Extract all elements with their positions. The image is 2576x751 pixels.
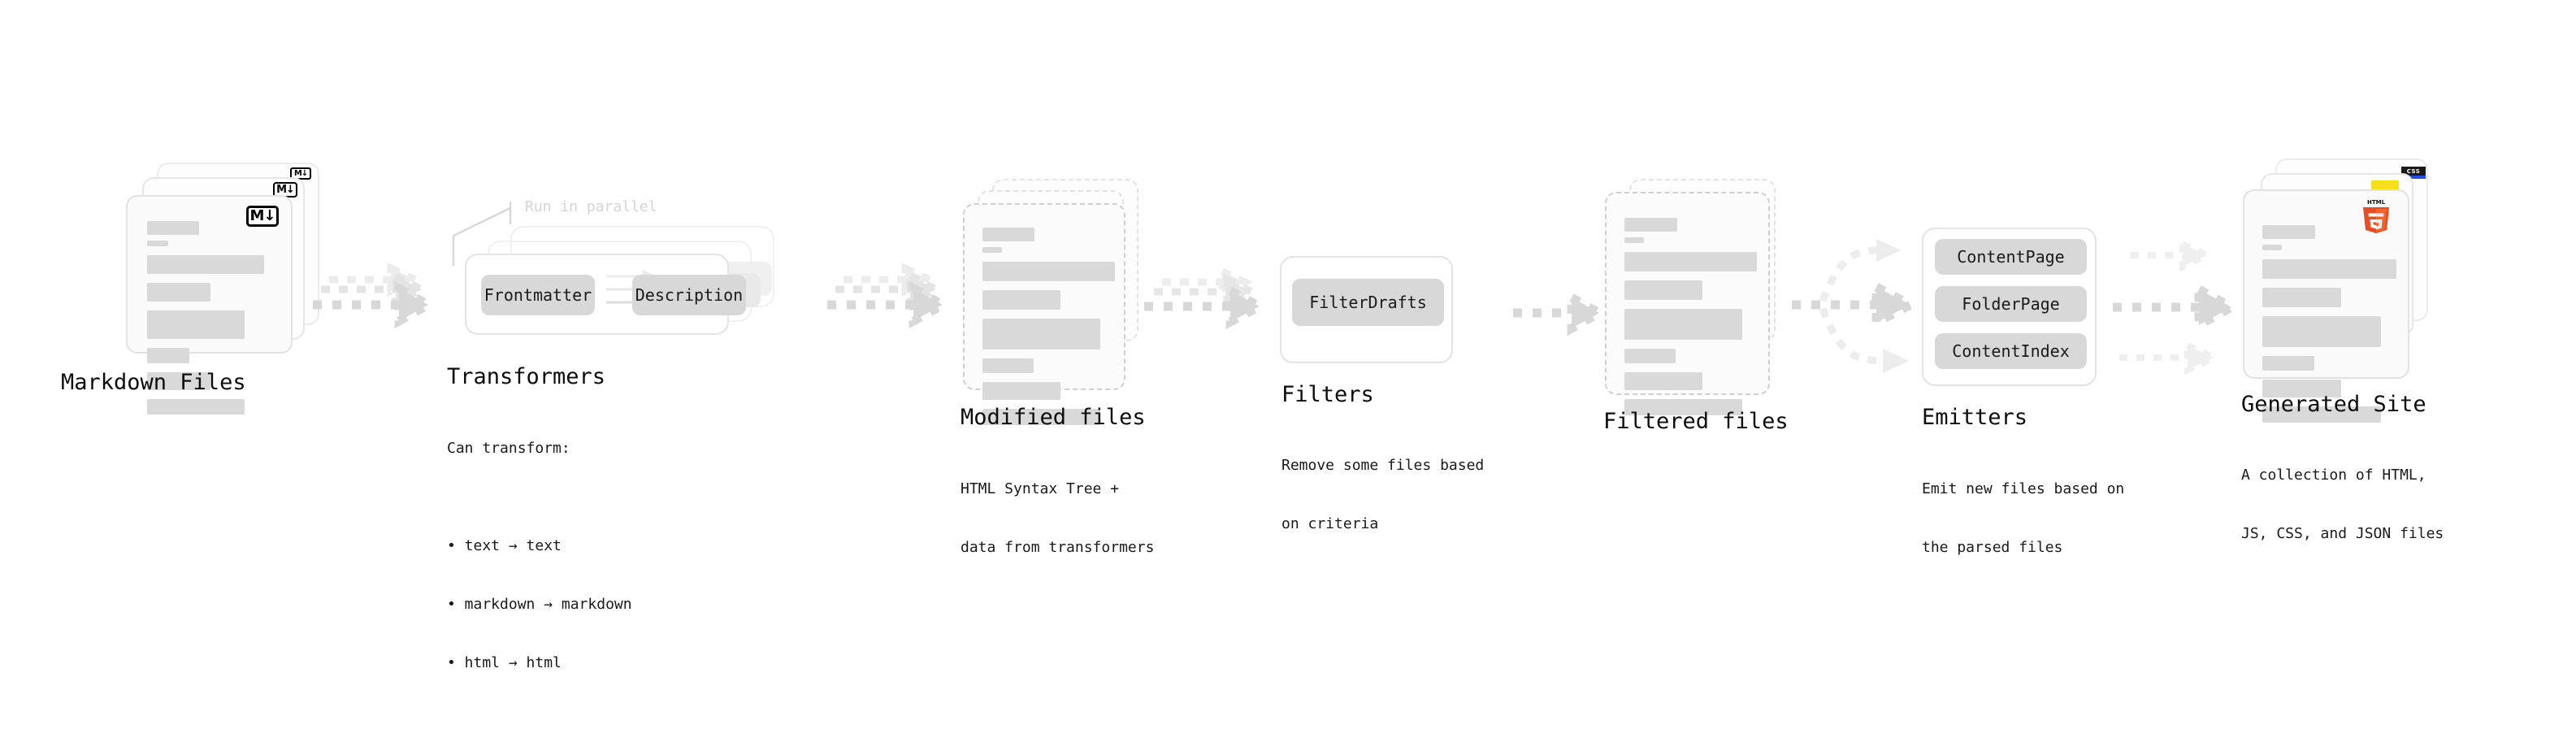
- connector-transformers-to-modified: [827, 262, 952, 329]
- modified-card-content: [982, 228, 1115, 434]
- connector-filters-to-filtered: [1513, 289, 1609, 336]
- transformers-bullet-1: • markdown → markdown: [447, 596, 632, 613]
- pill-description[interactable]: Description: [632, 275, 746, 315]
- pill-filterdrafts-label: FilterDrafts: [1309, 293, 1427, 312]
- site-sub-line-0: A collection of HTML,: [2241, 467, 2426, 484]
- caption-generated-site-sub: A collection of HTML, JS, CSS, and JSON …: [2241, 427, 2444, 583]
- connector-modified-to-filters: [1144, 265, 1269, 330]
- caption-filters: Filters: [1281, 382, 1374, 407]
- diagram-canvas: M↓ M↓ M↓: [61, 158, 2444, 671]
- connector-emitters-to-site: [2113, 238, 2241, 376]
- caption-markdown-files: Markdown Files: [61, 370, 246, 395]
- transformers-sub-lead: Can transform:: [447, 440, 570, 457]
- transformers-bullets: • text → text • markdown → markdown • ht…: [447, 497, 632, 712]
- pill-frontmatter-label: Frontmatter: [484, 285, 592, 305]
- pill-filterdrafts[interactable]: FilterDrafts: [1292, 279, 1444, 326]
- pill-contentpage[interactable]: ContentPage: [1935, 239, 2087, 275]
- caption-modified-files-sub: HTML Syntax Tree + data from transformer…: [961, 441, 1154, 597]
- filters-sub-line-1: on criteria: [1281, 515, 1379, 532]
- pill-contentindex[interactable]: ContentIndex: [1935, 333, 2087, 369]
- caption-modified-files: Modified files: [961, 405, 1146, 430]
- caption-emitters-sub: Emit new files based on the parsed files: [1922, 441, 2124, 597]
- pill-folderpage-label: FolderPage: [1962, 294, 2060, 314]
- pill-contentpage-label: ContentPage: [1957, 247, 2065, 267]
- transformers-bullet-0: • text → text: [447, 537, 562, 554]
- pill-frontmatter[interactable]: Frontmatter: [481, 275, 595, 315]
- pill-description-label: Description: [635, 285, 744, 305]
- site-sub-line-1: JS, CSS, and JSON files: [2241, 525, 2444, 542]
- emitters-sub-line-1: the parsed files: [1922, 539, 2063, 556]
- markdown-badge-mid: M↓: [273, 182, 297, 198]
- caption-transformers-sub: Can transform: • text → text • markdown …: [447, 400, 632, 751]
- run-in-parallel-label: Run in parallel: [525, 198, 657, 215]
- html5-icon: HTML: [2360, 198, 2392, 235]
- emitters-sub-line-0: Emit new files based on: [1922, 480, 2125, 497]
- caption-filtered-files: Filtered files: [1603, 409, 1789, 434]
- site-card-content: [2262, 225, 2396, 432]
- run-in-parallel-bracket: [452, 202, 512, 266]
- modified-sub-line-1: data from transformers: [961, 539, 1155, 556]
- markdown-badge-front: M↓: [246, 206, 279, 227]
- css-badge-label: CSS: [2406, 167, 2421, 175]
- caption-filters-sub: Remove some files based on criteria: [1281, 417, 1484, 573]
- pill-folderpage[interactable]: FolderPage: [1935, 286, 2087, 322]
- html5-wordmark: HTML: [2367, 199, 2386, 206]
- caption-generated-site: Generated Site: [2241, 392, 2426, 417]
- filters-sub-line-0: Remove some files based: [1281, 457, 1485, 474]
- connector-filtered-to-emitters: [1792, 239, 1920, 373]
- modified-sub-line-0: HTML Syntax Tree +: [961, 480, 1120, 497]
- filtered-card-front: [1605, 192, 1770, 415]
- modified-card-front: [963, 203, 1125, 425]
- markdown-card-content: [147, 221, 273, 423]
- transformers-bullet-2: • html → html: [447, 654, 562, 671]
- markdown-badge-back: M↓: [290, 167, 311, 180]
- caption-transformers: Transformers: [447, 364, 606, 389]
- pill-contentindex-label: ContentIndex: [1952, 341, 2070, 361]
- filtered-card-content: [1624, 218, 1757, 424]
- markdown-badge-glyph: M↓: [293, 168, 308, 178]
- caption-emitters: Emitters: [1922, 405, 2028, 430]
- connector-markdown-to-transformers: [313, 262, 438, 329]
